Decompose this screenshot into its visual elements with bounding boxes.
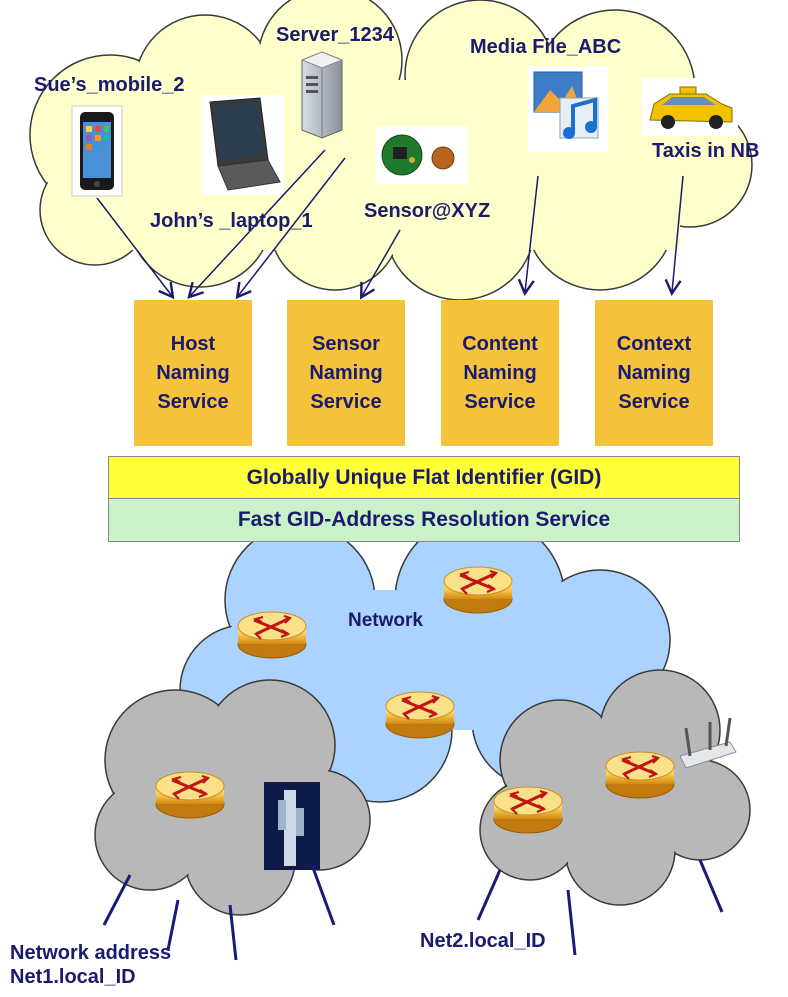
content-naming-service-box: Content Naming Service — [441, 300, 559, 446]
service-line: Naming — [617, 361, 691, 384]
service-line: Naming — [463, 361, 537, 384]
media-file-label: Media File_ABC — [470, 36, 622, 58]
net-links — [102, 859, 724, 961]
service-line: Service — [157, 390, 229, 413]
net1-label-line1: Network address — [10, 942, 172, 964]
taxis-label: Taxis in NB — [652, 140, 760, 162]
sue-mobile-label: Sue’s_mobile_2 — [34, 74, 185, 96]
base-station-icon — [264, 782, 320, 870]
sensor-naming-service-box: Sensor Naming Service — [287, 300, 405, 446]
server-icon — [300, 51, 344, 139]
network-label: Network — [348, 610, 423, 631]
router-icon — [236, 610, 308, 660]
service-line: Host — [170, 332, 216, 355]
router-icon — [442, 565, 514, 615]
net2-label: Net2.local_ID — [420, 930, 546, 952]
resolution-service-bar: Fast GID-Address Resolution Service — [108, 498, 740, 542]
service-line: Context — [616, 332, 692, 355]
router-icon — [154, 770, 226, 820]
sensor-icon — [376, 126, 468, 184]
host-naming-service-box: Host Naming Service — [134, 300, 252, 446]
router-icon — [384, 690, 456, 740]
service-line: Service — [618, 390, 690, 413]
wireless-router-icon — [679, 717, 737, 769]
mobile-phone-icon — [71, 105, 123, 197]
service-line: Content — [462, 332, 538, 355]
router-icon — [604, 750, 676, 800]
router-icon — [492, 785, 564, 835]
service-line: Service — [310, 390, 382, 413]
context-naming-service-box: Context Naming Service — [595, 300, 713, 446]
service-line: Naming — [156, 361, 230, 384]
server-label: Server_1234 — [276, 24, 394, 46]
gid-bar: Globally Unique Flat Identifier (GID) — [108, 456, 740, 500]
sensor-label: Sensor@XYZ — [364, 200, 491, 222]
laptop-icon — [202, 95, 284, 195]
service-line: Sensor — [312, 332, 380, 355]
service-line: Service — [464, 390, 536, 413]
taxi-icon — [642, 78, 738, 136]
naming-arrows — [96, 149, 684, 300]
service-line: Naming — [309, 361, 383, 384]
johns-laptop-label: John’s _laptop_1 — [150, 210, 313, 232]
net1-label-line2: Net1.local_ID — [10, 966, 136, 988]
media-file-icon — [528, 66, 608, 152]
